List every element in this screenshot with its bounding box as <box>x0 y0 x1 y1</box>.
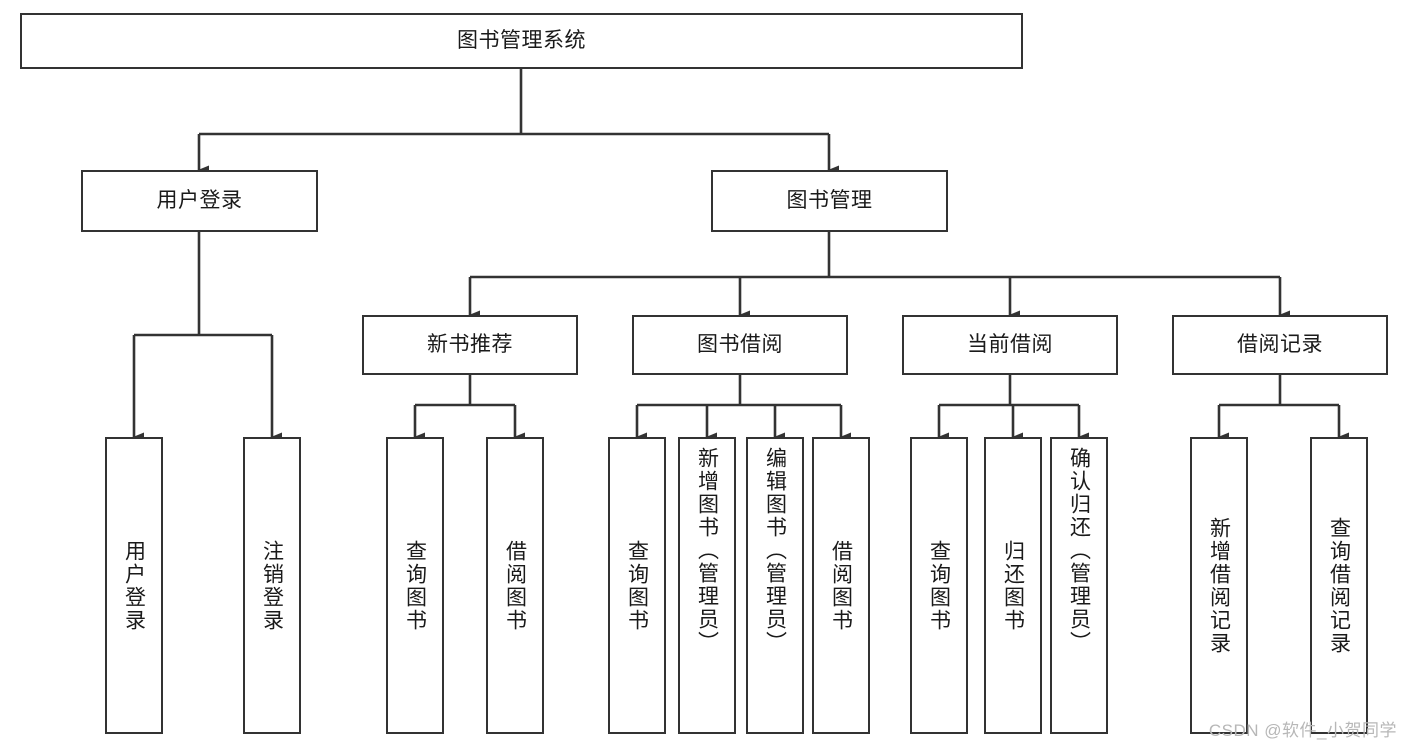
node-label: 当前借阅 <box>967 333 1053 357</box>
leaf-node-return-books[interactable]: 归还图书 <box>984 437 1042 734</box>
leaf-node-borrow-books[interactable]: 借阅图书 <box>812 437 870 734</box>
node-label: 图书借阅 <box>697 333 783 357</box>
leaf-node-query-books-borrow[interactable]: 查询图书 <box>608 437 666 734</box>
leaf-node-add-borrow-record[interactable]: 新增借阅记录 <box>1190 437 1248 734</box>
node-label: 图书管理 <box>786 189 873 213</box>
node-book-management[interactable]: 图书管理 <box>711 170 948 232</box>
leaf-node-edit-book-admin[interactable]: 编辑图书（管理员） <box>746 437 804 734</box>
leaf-node-user-login[interactable]: 用户登录 <box>105 437 163 734</box>
node-current-borrowing[interactable]: 当前借阅 <box>902 315 1118 375</box>
leaf-node-logout[interactable]: 注销登录 <box>243 437 301 734</box>
node-label: 查询图书 <box>927 539 951 632</box>
node-label: 查询图书 <box>403 539 427 632</box>
node-label: 新增图书（管理员） <box>695 447 719 654</box>
node-label: 借阅图书 <box>503 539 527 632</box>
node-user-login[interactable]: 用户登录 <box>81 170 318 232</box>
node-label: 借阅图书 <box>829 539 853 632</box>
node-label: 新书推荐 <box>427 333 513 357</box>
leaf-node-borrow-books-rec[interactable]: 借阅图书 <box>486 437 544 734</box>
node-label: 图书管理系统 <box>457 29 586 53</box>
node-label: 用户登录 <box>122 539 146 632</box>
node-label: 查询借阅记录 <box>1327 516 1351 655</box>
node-book-borrowing[interactable]: 图书借阅 <box>632 315 848 375</box>
leaf-node-query-books-rec[interactable]: 查询图书 <box>386 437 444 734</box>
node-label: 注销登录 <box>260 539 284 632</box>
node-label: 编辑图书（管理员） <box>763 447 787 654</box>
leaf-node-query-books-current[interactable]: 查询图书 <box>910 437 968 734</box>
node-new-book-recommendation[interactable]: 新书推荐 <box>362 315 578 375</box>
leaf-node-query-borrow-record[interactable]: 查询借阅记录 <box>1310 437 1368 734</box>
leaf-node-confirm-return-admin[interactable]: 确认归还（管理员） <box>1050 437 1108 734</box>
node-label: 查询图书 <box>625 539 649 632</box>
node-label: 新增借阅记录 <box>1207 516 1231 655</box>
node-label: 归还图书 <box>1001 539 1025 632</box>
leaf-node-add-book-admin[interactable]: 新增图书（管理员） <box>678 437 736 734</box>
node-label: 用户登录 <box>156 189 243 213</box>
node-label: 确认归还（管理员） <box>1067 447 1091 654</box>
node-borrowing-record[interactable]: 借阅记录 <box>1172 315 1388 375</box>
node-label: 借阅记录 <box>1237 333 1323 357</box>
node-root-book-management-system[interactable]: 图书管理系统 <box>20 13 1023 69</box>
